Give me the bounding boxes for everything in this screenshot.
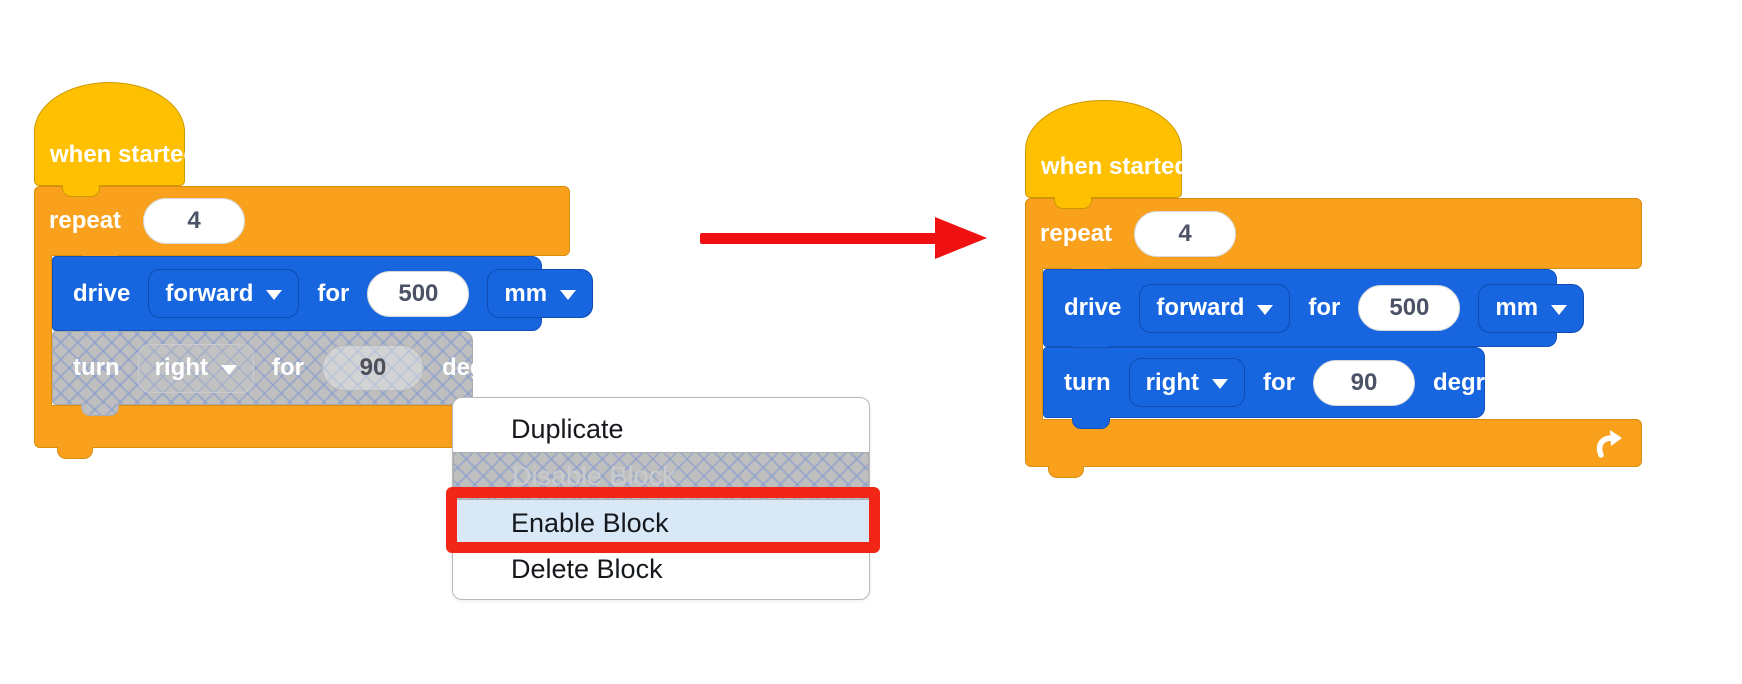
repeat-block-bottom[interactable] xyxy=(1025,419,1642,478)
turn-direction-dropdown[interactable]: right xyxy=(137,343,254,393)
dropdown-value: forward xyxy=(165,279,254,307)
menu-item-delete-block[interactable]: Delete Block xyxy=(511,554,663,584)
chevron-down-icon xyxy=(1551,304,1568,315)
hat-label: when started xyxy=(1041,153,1190,180)
turn-block-disabled[interactable]: turn right for 90 degrees xyxy=(52,331,534,416)
chevron-down-icon xyxy=(220,364,237,375)
when-started-hat-block[interactable]: when started xyxy=(1025,100,1189,209)
block-connector-tab xyxy=(1072,417,1110,429)
turn-direction-dropdown[interactable]: right xyxy=(1128,358,1245,407)
dropdown-value: right xyxy=(1145,368,1199,396)
block-connector-tab xyxy=(62,185,100,197)
block-connector-tab xyxy=(81,404,119,416)
when-started-hat-block[interactable]: when started xyxy=(34,82,198,197)
turn-angle-input[interactable]: 90 xyxy=(321,345,424,391)
drive-label: drive xyxy=(73,279,131,307)
for-label: for xyxy=(1262,368,1295,396)
repeat-block-spine xyxy=(34,255,52,406)
turn-label: turn xyxy=(73,354,120,381)
dropdown-value: mm xyxy=(1495,294,1539,321)
repeat-label: repeat xyxy=(49,207,122,234)
menu-item-enable-block[interactable]: Enable Block xyxy=(453,500,869,546)
turn-block[interactable]: turn right for 90 degrees xyxy=(1043,347,1525,429)
degrees-label: degrees xyxy=(441,354,535,381)
repeat-block-top[interactable]: repeat 4 xyxy=(1025,198,1642,280)
chevron-down-icon xyxy=(560,290,577,300)
dropdown-value: right xyxy=(154,354,208,381)
chevron-down-icon xyxy=(266,290,283,300)
turn-label: turn xyxy=(1064,368,1111,396)
for-label: for xyxy=(1308,294,1341,321)
menu-item-disable-block[interactable]: Disable Block xyxy=(453,452,869,500)
repeat-block-spine xyxy=(1025,268,1043,420)
menu-item-duplicate[interactable]: Duplicate xyxy=(511,414,624,444)
repeat-count-input[interactable]: 4 xyxy=(1134,210,1237,257)
repeat-block-top[interactable]: repeat 4 xyxy=(34,186,570,267)
drive-distance-input[interactable]: 500 xyxy=(367,270,470,317)
drive-block[interactable]: drive forward for 500 mm xyxy=(1043,269,1585,358)
drive-distance-input[interactable]: 500 xyxy=(1358,285,1461,331)
block-connector-tab xyxy=(1048,466,1084,478)
chevron-down-icon xyxy=(1257,304,1274,315)
repeat-count-input[interactable]: 4 xyxy=(143,198,246,244)
drive-block[interactable]: drive forward for 500 mm xyxy=(52,256,594,342)
drive-unit-dropdown[interactable]: mm xyxy=(487,269,594,318)
hat-label: when started xyxy=(50,141,199,168)
chevron-down-icon xyxy=(1211,379,1228,389)
for-label: for xyxy=(317,279,350,307)
turn-angle-input[interactable]: 90 xyxy=(1312,359,1415,406)
for-label: for xyxy=(271,354,304,381)
dropdown-value: mm xyxy=(504,279,548,307)
drive-label: drive xyxy=(1064,294,1122,321)
dropdown-value: forward xyxy=(1156,294,1245,321)
block-connector-tab xyxy=(1054,197,1092,209)
degrees-label: degrees xyxy=(1432,368,1526,396)
block-connector-tab xyxy=(57,447,93,459)
repeat-arrow-icon xyxy=(1596,430,1622,458)
repeat-label: repeat xyxy=(1040,219,1113,247)
drive-direction-dropdown[interactable]: forward xyxy=(1139,283,1291,333)
block-context-menu: Duplicate Disable Block Enable Block Del… xyxy=(452,397,870,600)
drive-direction-dropdown[interactable]: forward xyxy=(148,269,300,318)
drive-unit-dropdown[interactable]: mm xyxy=(1478,283,1585,333)
